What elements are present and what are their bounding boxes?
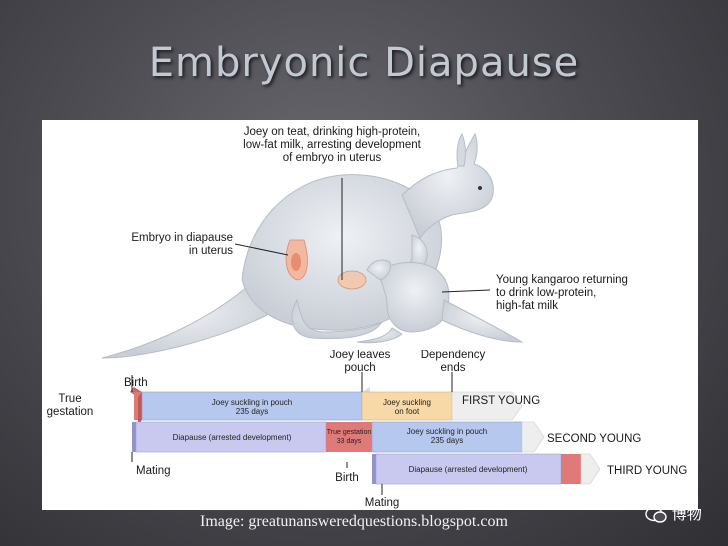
bar1-pouch-days: 235 days [236,407,268,416]
bar1-foot-text2: on foot [395,407,420,416]
watermark-text: 博物 [671,505,702,523]
first-young-label: FIRST YOUNG [462,395,540,407]
second-young-label: SECOND YOUNG [547,433,641,445]
dependency-label-2: ends [441,362,466,374]
joey-teat-label: Joey on teat, drinking high-protein, low… [243,126,421,164]
dependency-label-1: Dependency [421,350,486,361]
timeline-chart: Joey suckling in pouch 235 days Joey suc… [47,350,688,509]
wechat-icon [645,506,667,523]
true-gestation-label-1: True [58,393,81,405]
bar2-pouch-text: Joey suckling in pouch [407,427,488,436]
third-young-label: THIRD YOUNG [607,465,687,477]
bar3-diapause-text: Diapause (arrested development) [409,465,528,474]
mating-2-label: Mating [365,497,400,509]
birth-2-label: Birth [335,472,359,484]
embryo-label: Embryo in diapause in uterus [131,232,233,257]
bar1-foot-text: Joey suckling [383,398,431,407]
watermark: 博物 [645,503,702,524]
bar2-diapause-text: Diapause (arrested development) [173,433,292,442]
joey-leaves-label-2: pouch [344,362,375,374]
birth-top-label: Birth [124,377,148,389]
first-young-bar [130,387,523,425]
bar2-gest-days: 33 days [337,438,362,445]
mating-1-label: Mating [136,465,171,477]
young-returning-label: Young kangaroo returning to drink low-pr… [496,274,628,312]
joey-leaves-label-1: Joey leaves [330,350,391,361]
bar1-pouch-text: Joey suckling in pouch [212,398,293,407]
bar2-gest-text: True gestation [327,429,372,436]
bar2-pouch-days: 235 days [431,436,463,445]
slide-title: Embryonic Diapause [148,40,580,86]
diagram-panel: Joey on teat, drinking high-protein, low… [42,120,698,510]
third-young-bar [372,453,601,485]
true-gestation-label-2: gestation [47,406,94,418]
kangaroo-illustration [101,132,524,359]
second-young-bar [132,421,545,453]
image-credit: Image: greatunansweredquestions.blogspot… [200,513,508,530]
